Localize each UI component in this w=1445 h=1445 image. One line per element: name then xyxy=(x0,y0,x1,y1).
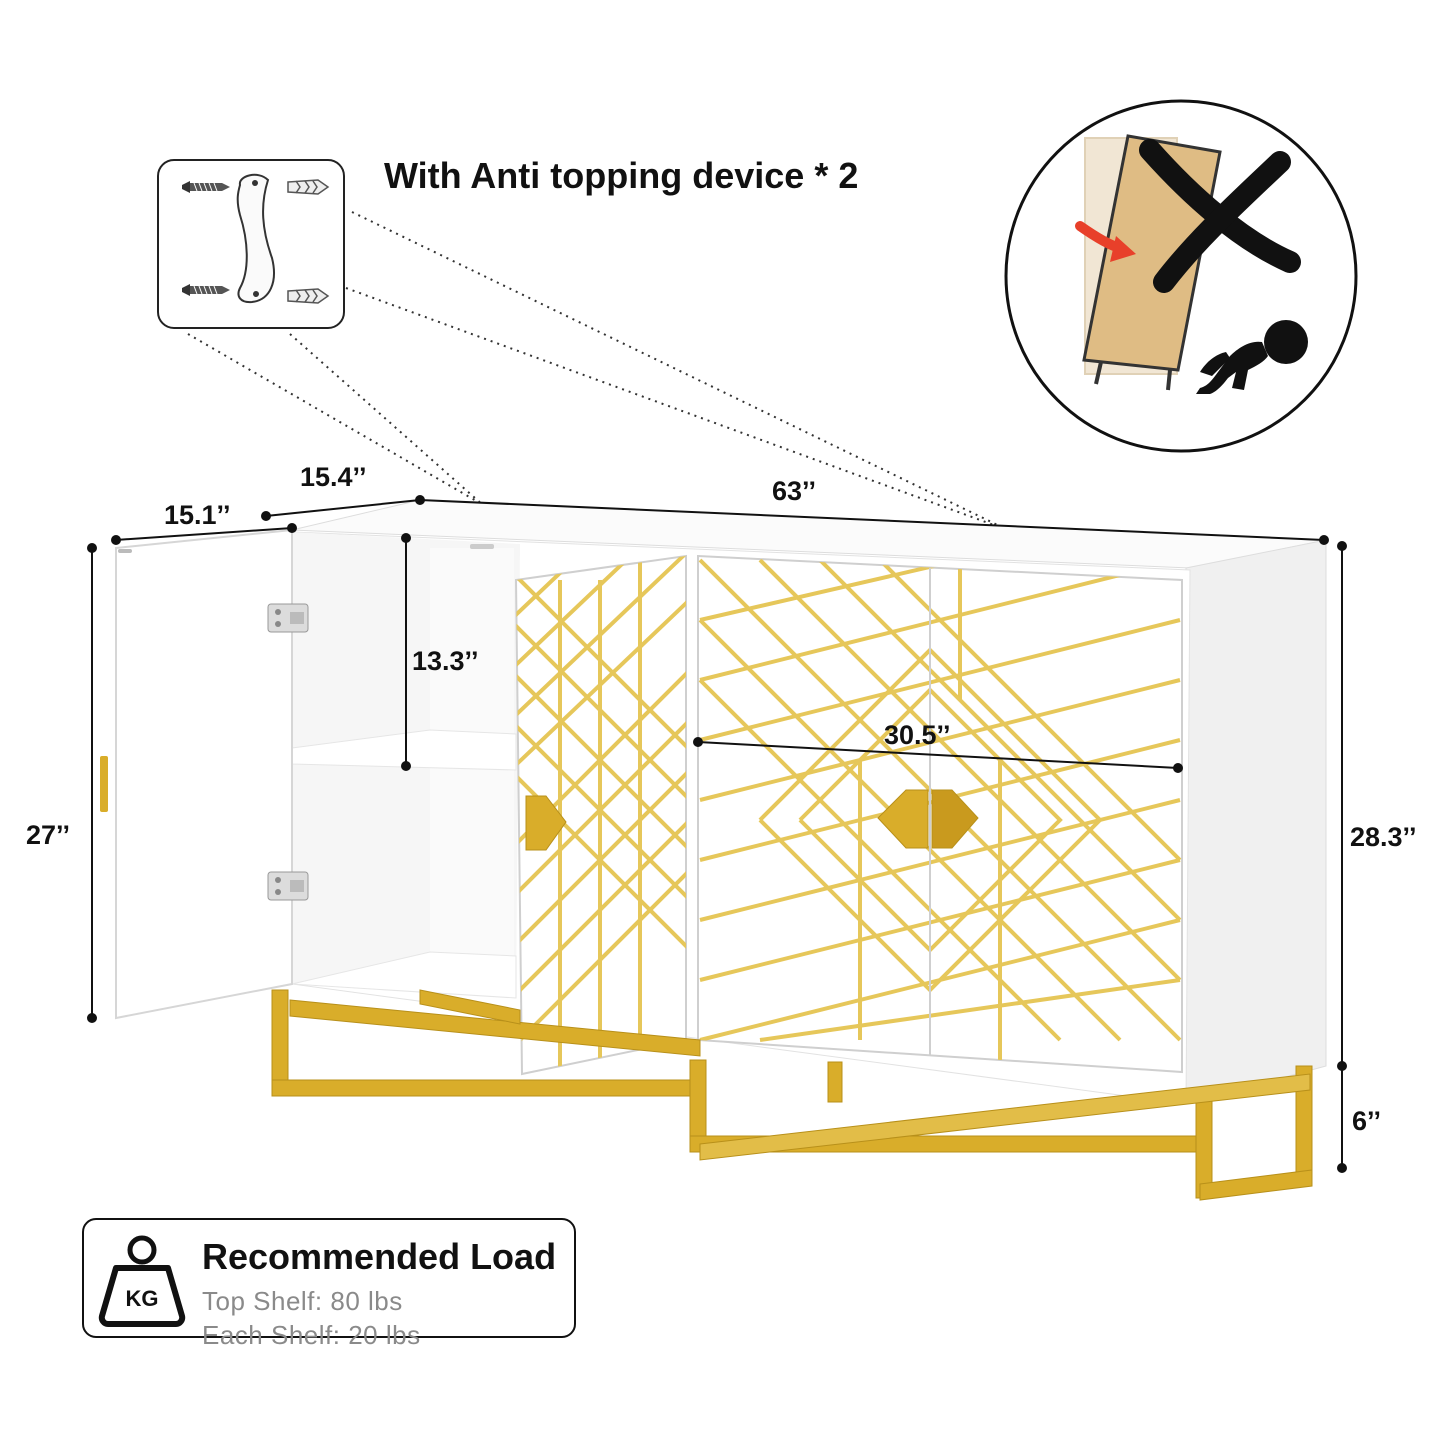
leader-lines xyxy=(187,211,1013,533)
weight-kg-icon: KG xyxy=(98,1235,186,1327)
screw-icon xyxy=(182,181,230,193)
screw-icon xyxy=(182,284,230,296)
each-shelf-load: Each Shelf: 20 lbs xyxy=(202,1320,421,1350)
height-left-label: 27’’ xyxy=(26,820,70,850)
height-right-label: 28.3’’ xyxy=(1350,822,1417,852)
width-label: 63’’ xyxy=(772,476,816,506)
hinge-icon xyxy=(267,871,309,901)
door-width-label: 30.5’’ xyxy=(884,720,951,750)
leg-height-label: 6’’ xyxy=(1352,1106,1381,1136)
depth-side-label: 15.1’’ xyxy=(164,500,231,530)
top-shelf-load: Top Shelf: 80 lbs xyxy=(202,1286,403,1316)
left-door-open xyxy=(100,528,309,1020)
anti-tip-title: With Anti topping device * 2 xyxy=(384,155,858,196)
cross-icon xyxy=(1139,139,1301,293)
door-handle xyxy=(525,795,567,851)
kg-label: KG xyxy=(126,1286,159,1311)
tip-over-warning-icon xyxy=(1004,99,1358,453)
door-handle xyxy=(100,756,108,812)
shelf-gap-label: 13.3’’ xyxy=(412,646,479,676)
anti-tip-kit-inset xyxy=(157,159,1013,533)
right-doors-closed xyxy=(697,554,1183,1074)
crawling-baby-icon xyxy=(1196,320,1308,394)
wall-anchor-icon xyxy=(287,179,330,195)
sideboard-cabinet xyxy=(100,499,1327,1201)
door-handle xyxy=(931,789,979,849)
gold-base-frame xyxy=(271,989,1313,1201)
bracket-strap-icon xyxy=(236,173,275,304)
hinge-icon xyxy=(267,603,309,633)
wall-anchor-icon xyxy=(287,288,330,304)
depth-top-label: 15.4’’ xyxy=(300,462,367,492)
dimension-lines xyxy=(87,495,1347,1173)
door-handle xyxy=(877,789,929,849)
recommended-load-card: KG Recommended Load Top Shelf: 80 lbs Ea… xyxy=(82,1218,576,1350)
load-title: Recommended Load xyxy=(202,1236,557,1277)
middle-door-open xyxy=(514,554,687,1076)
